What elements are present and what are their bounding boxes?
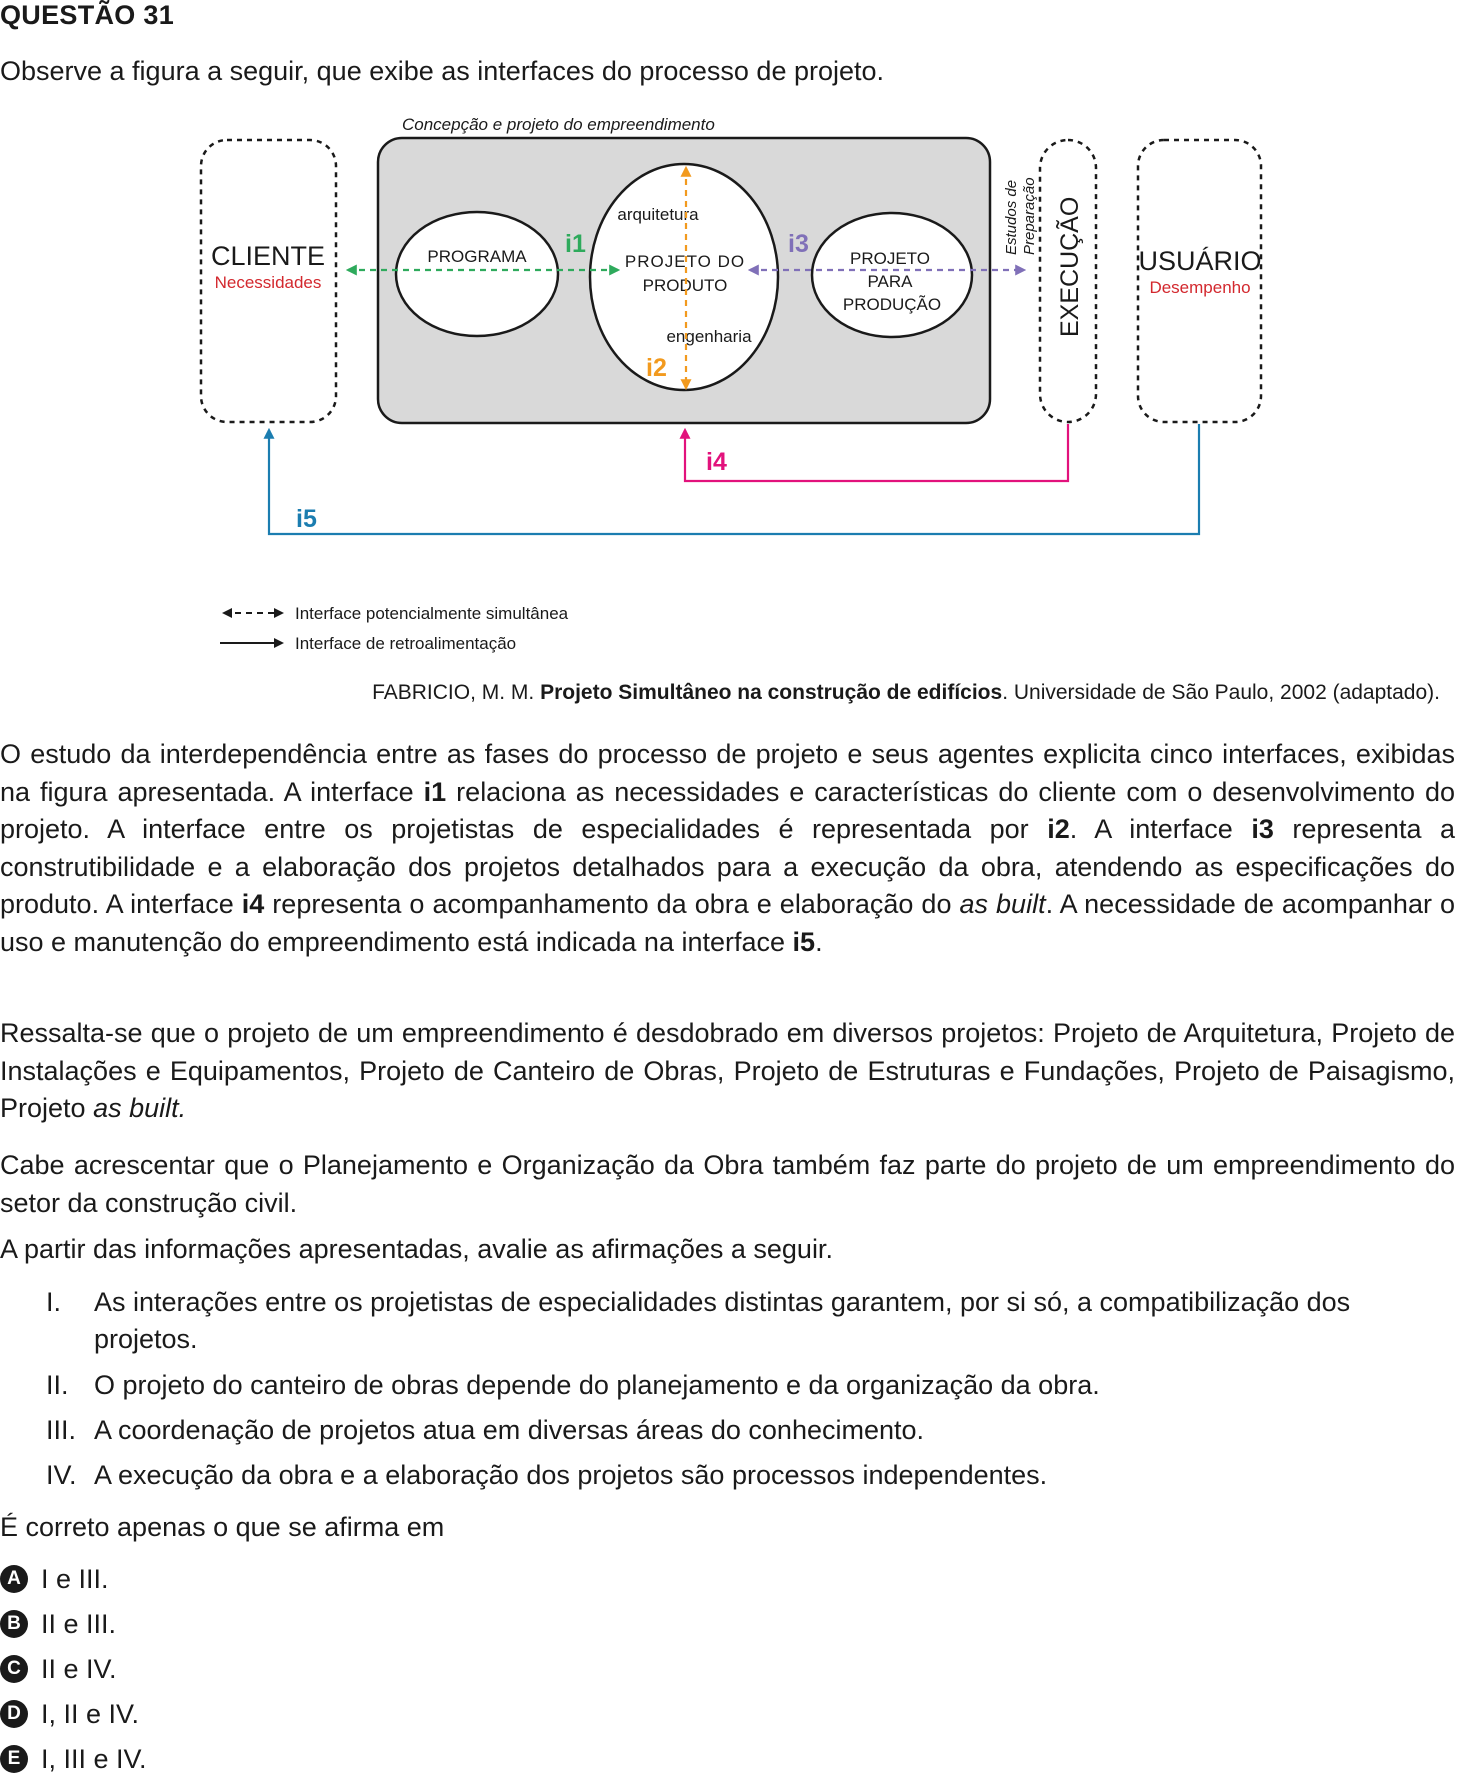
option-text: I, III e IV. (41, 1744, 147, 1774)
question-intro: Observe a figura a seguir, que exibe as … (0, 56, 885, 86)
option-letter-badge: B (0, 1609, 28, 1638)
option-letter-badge: C (0, 1654, 28, 1683)
execucao-box (1038, 138, 1098, 424)
programa-label: PROGRAMA (427, 247, 527, 266)
source-title: Projeto Simultâneo na construção de edif… (540, 681, 1003, 704)
option-b[interactable]: B II e III. (0, 1606, 116, 1642)
source-publisher: . Universidade de São Paulo, 2002 (adapt… (1002, 681, 1440, 704)
i1-label: i1 (565, 230, 586, 258)
statement-number: IV. (46, 1460, 77, 1490)
i5-label: i5 (296, 505, 317, 533)
cliente-sub-label: Necessidades (215, 273, 322, 292)
producao-label-2: PARA (867, 272, 913, 291)
option-e[interactable]: E I, III e IV. (0, 1741, 147, 1777)
legend-solid-label: Interface de retroalimentação (295, 634, 516, 653)
option-letter-badge: E (0, 1744, 28, 1773)
group-label: Concepção e projeto do empreendimento (402, 115, 715, 134)
option-d[interactable]: D I, II e IV. (0, 1696, 139, 1732)
statement-number: I. (46, 1287, 62, 1317)
option-text: I e III. (41, 1564, 109, 1594)
source-author: FABRICIO, M. M. (372, 681, 541, 704)
statement-text: As interações entre os projetistas de es… (94, 1287, 1351, 1354)
paragraph-planning: Cabe acrescentar que o Planejamento e Or… (0, 1150, 1455, 1218)
legend-dashed-label: Interface potencialmente simultânea (295, 604, 569, 623)
option-text: II e IV. (41, 1654, 117, 1684)
i2-label: i2 (646, 354, 667, 382)
option-a[interactable]: A I e III. (0, 1561, 109, 1597)
producao-label-1: PROJETO (850, 249, 930, 268)
paragraph-interfaces: O estudo da interdependência entre as fa… (0, 739, 1455, 957)
option-c[interactable]: C II e IV. (0, 1651, 117, 1687)
process-interfaces-diagram: Concepção e projeto do empreendimento CL… (199, 115, 1263, 653)
usuario-sub-label: Desempenho (1149, 278, 1250, 297)
execucao-label: EXECUÇÃO (1055, 197, 1084, 337)
programa-node (394, 210, 560, 338)
answer-prompt: É correto apenas o que se afirma em (0, 1512, 445, 1542)
statements-lead: A partir das informações apresentadas, a… (0, 1234, 833, 1264)
producao-label-3: PRODUÇÃO (843, 295, 941, 314)
statement-text: O projeto do canteiro de obras depende d… (94, 1370, 1100, 1400)
question-title: QUESTÃO 31 (0, 0, 175, 30)
engenharia-label: engenharia (666, 327, 752, 346)
i4-arrow (679, 424, 1070, 483)
option-letter-badge: A (0, 1564, 28, 1593)
statement-number: II. (46, 1370, 69, 1400)
i4-label: i4 (706, 448, 727, 476)
estudos-label-2: Preparação (1021, 177, 1038, 255)
figure-source: FABRICIO, M. M. Projeto Simultâneo na co… (372, 681, 1440, 705)
estudos-label-1: Estudos de (1003, 180, 1020, 255)
statement-number: III. (46, 1415, 77, 1445)
usuario-label: USUÁRIO (1138, 246, 1261, 276)
option-text: I, II e IV. (41, 1699, 140, 1729)
i3-label: i3 (788, 230, 809, 258)
i5-arrow (263, 424, 1201, 536)
arquitetura-label: arquitetura (617, 205, 699, 224)
cliente-label: CLIENTE (211, 241, 325, 271)
option-text: II e III. (41, 1609, 117, 1639)
paragraph-projects: Ressalta-se que o projeto de um empreend… (0, 1018, 1455, 1123)
cliente-box (199, 138, 338, 424)
statement-text: A coordenação de projetos atua em divers… (94, 1415, 925, 1445)
statement-text: A execução da obra e a elaboração dos pr… (94, 1460, 1048, 1490)
option-letter-badge: D (0, 1699, 28, 1728)
